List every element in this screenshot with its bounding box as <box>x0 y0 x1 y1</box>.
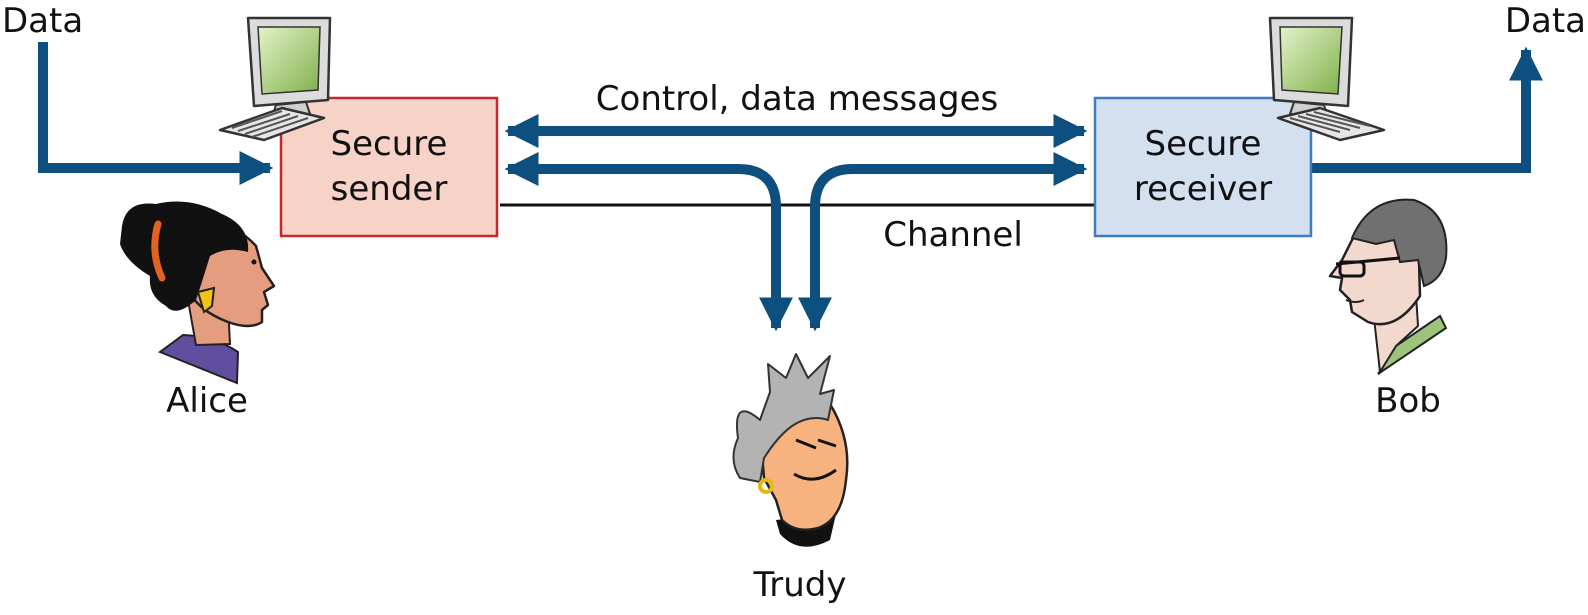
secure-sender-label-line2: sender <box>331 169 448 209</box>
data-input-label: Data <box>2 1 83 41</box>
bob-icon <box>1328 198 1448 376</box>
computer-icon <box>218 16 332 142</box>
secure-receiver-label-line1: Secure <box>1145 124 1262 164</box>
sender-trudy-arrow <box>504 151 794 332</box>
secure-sender-label-line1: Secure <box>331 124 448 164</box>
trudy-label: Trudy <box>752 565 846 605</box>
alice-label: Alice <box>166 381 248 421</box>
trudy-receiver-arrow <box>797 151 1088 332</box>
secure-receiver-box <box>1093 96 1313 238</box>
bob-label: Bob <box>1375 381 1441 421</box>
control-messages-label: Control, data messages <box>596 79 998 119</box>
secure-receiver-label-line2: receiver <box>1134 169 1272 209</box>
alice-icon <box>120 201 276 385</box>
computer-icon <box>1268 16 1386 142</box>
data-output-label: Data <box>1505 1 1586 41</box>
data-output-arrow <box>1310 46 1544 173</box>
channel-label: Channel <box>883 215 1023 255</box>
data-input-arrow <box>38 42 274 186</box>
trudy-icon <box>732 353 849 547</box>
